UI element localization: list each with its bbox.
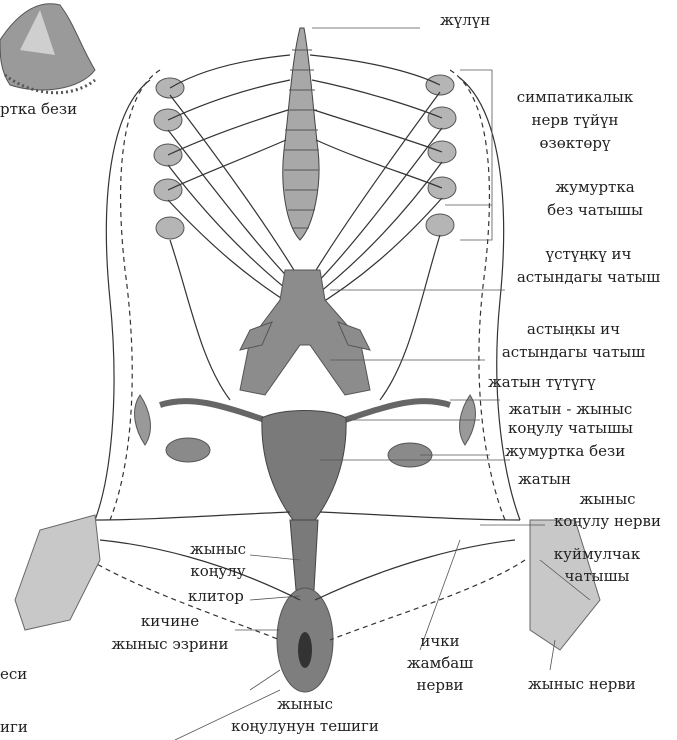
label-internal-iliac-line3: нерви <box>400 676 480 695</box>
label-vaginal-orifice-line1: жыныс <box>210 695 400 714</box>
label-ovarian-plexus-line2: без чатышы <box>520 201 670 220</box>
label-vagina-line2: коңулу <box>178 562 258 581</box>
label-sympathetic-trunk-line1: симпатикалык <box>500 88 650 107</box>
label-vagina: жыныс коңулу <box>178 540 258 581</box>
label-vaginal-orifice: жыныс коңулунун тешиги <box>210 695 400 736</box>
label-vaginal-nerve-line2: коңулу нерви <box>540 512 675 531</box>
label-uterus: жатын <box>518 470 571 489</box>
label-inferior-hypogastric: астыңкы ич астындагы чатыш <box>486 320 661 362</box>
label-uterine-tube: жатын түтүгү <box>488 373 596 392</box>
sympathetic-ganglia-left <box>154 78 184 239</box>
hypogastric-plexus <box>240 270 370 395</box>
label-uterovaginal-plexus: жатын - жыныс коңулу чатышы <box>478 400 663 438</box>
label-internal-iliac-line1: ички <box>400 632 480 651</box>
label-coccygeal-plexus-line2: чатышы <box>542 567 652 586</box>
label-coccygeal-plexus: куймулчак чатышы <box>542 545 652 586</box>
label-labia-minora-line1: кичине <box>95 612 245 631</box>
label-internal-iliac-line2: жамбаш <box>400 654 480 673</box>
label-spinal-cord: жүлүн <box>440 11 490 30</box>
label-ovary-top-left: ртка бези <box>0 100 77 119</box>
ovary-illustration-top-left <box>0 4 95 93</box>
label-vaginal-nerve: жыныс коңулу нерви <box>540 490 675 531</box>
label-pudendal-nerve: жыныс нерви <box>528 675 636 694</box>
label-internal-iliac: ички жамбаш нерви <box>400 632 480 695</box>
label-inferior-hypogastric-line2: астындагы чатыш <box>486 343 661 362</box>
label-edge-left-1: еси <box>0 665 27 684</box>
label-superior-hypogastric-line2: астындагы чатыш <box>506 268 671 287</box>
label-inferior-hypogastric-line1: астыңкы ич <box>486 320 661 339</box>
label-uterovaginal-plexus-line1: жатын - жыныс <box>478 400 663 419</box>
label-edge-left-2: иги <box>0 718 28 737</box>
label-sympathetic-trunk: симпатикалык нерв түйүн өзөктөрү <box>500 88 650 153</box>
label-labia-minora: кичине жыныс эзрини <box>95 612 245 654</box>
label-sympathetic-trunk-line2: нерв түйүн <box>500 111 650 130</box>
label-vaginal-orifice-line2: коңулунун тешиги <box>210 717 400 736</box>
sympathetic-ganglia-right <box>426 75 456 236</box>
uterus-shape <box>262 411 346 591</box>
label-labia-minora-line2: жыныс эзрини <box>95 635 245 654</box>
label-ovarian-plexus-line1: жумуртка <box>520 178 670 197</box>
label-clitoris: клитор <box>188 587 244 606</box>
label-ovary: жумуртка бези <box>505 442 625 461</box>
label-sympathetic-trunk-line3: өзөктөрү <box>500 134 650 153</box>
label-uterovaginal-plexus-line2: коңулу чатышы <box>478 419 663 438</box>
label-vaginal-nerve-line1: жыныс <box>540 490 675 509</box>
label-ovarian-plexus: жумуртка без чатышы <box>520 178 670 220</box>
label-superior-hypogastric-line1: үстүңкү ич <box>506 245 671 264</box>
label-vagina-line1: жыныс <box>178 540 258 559</box>
label-superior-hypogastric: үстүңкү ич астындагы чатыш <box>506 245 671 287</box>
vulva-shape <box>277 588 333 692</box>
spinal-cord <box>283 28 319 240</box>
label-coccygeal-plexus-line1: куймулчак <box>542 545 652 564</box>
